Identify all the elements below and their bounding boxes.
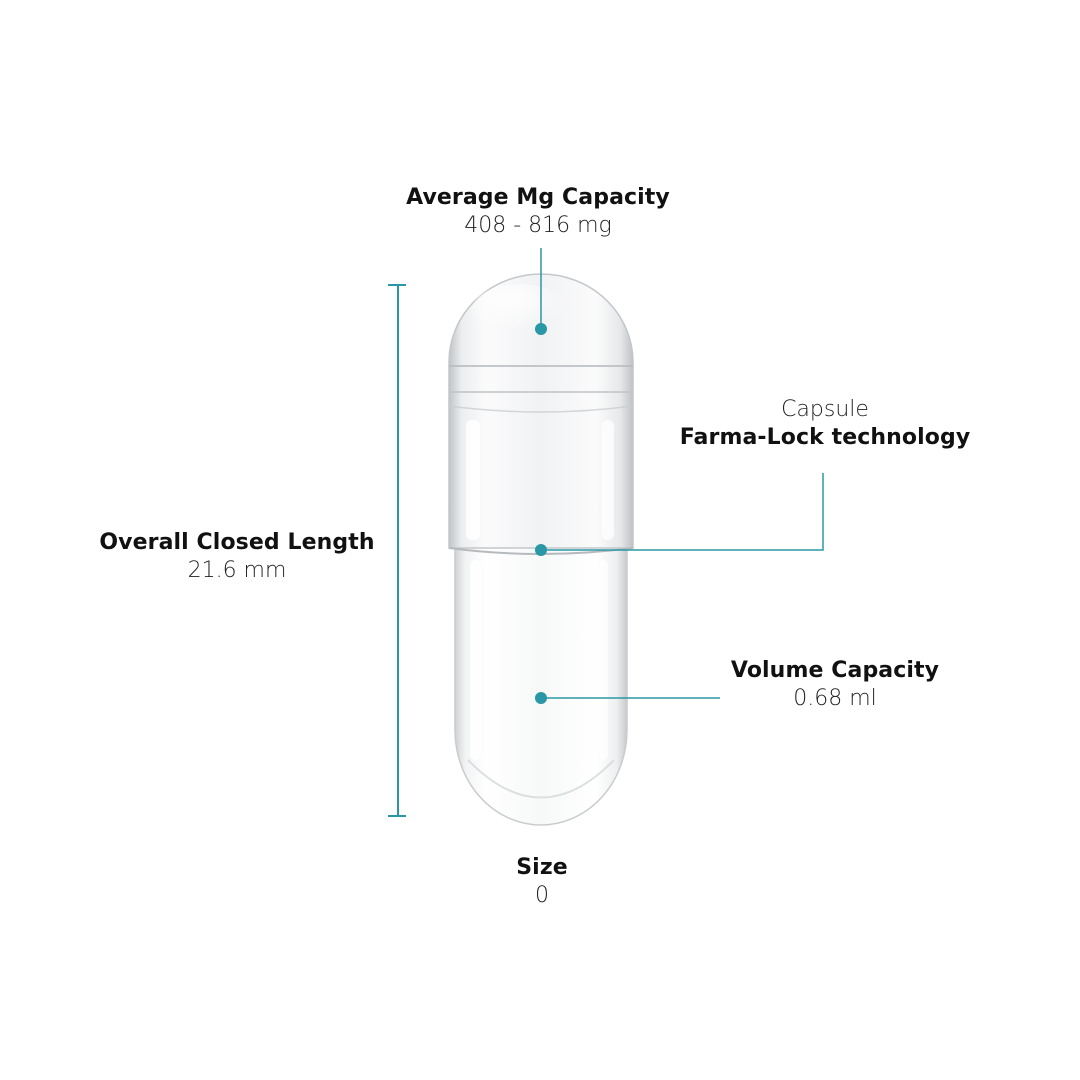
mg-capacity-value: 408 - 816 mg (464, 212, 612, 238)
capsule-image (448, 273, 634, 826)
volume-title: Volume Capacity (730, 658, 940, 683)
volume-label: Volume Capacity 0.68 ml (690, 657, 980, 712)
length-value: 21.6 mm (187, 557, 287, 583)
capsule-cap (448, 273, 634, 549)
volume-marker (535, 692, 547, 704)
length-dimension-line (388, 284, 406, 817)
lock-marker (535, 544, 547, 556)
volume-callout (535, 692, 720, 704)
mg-capacity-label: Average Mg Capacity 408 - 816 mg (380, 184, 696, 239)
size-value: 0 (535, 882, 549, 908)
length-title: Overall Closed Length (99, 530, 375, 555)
lock-label: Capsule Farma-Lock technology (640, 396, 1010, 451)
mg-capacity-marker (535, 323, 547, 335)
size-title: Size (516, 855, 568, 880)
lock-callout (535, 473, 824, 556)
volume-value: 0.68 ml (793, 685, 877, 711)
length-label: Overall Closed Length 21.6 mm (72, 529, 402, 584)
size-label: Size 0 (462, 854, 622, 909)
mg-capacity-title: Average Mg Capacity (406, 185, 670, 210)
lock-title: Farma-Lock technology (679, 424, 971, 450)
mg-capacity-callout (535, 248, 547, 335)
lock-prefix: Capsule (781, 397, 869, 422)
